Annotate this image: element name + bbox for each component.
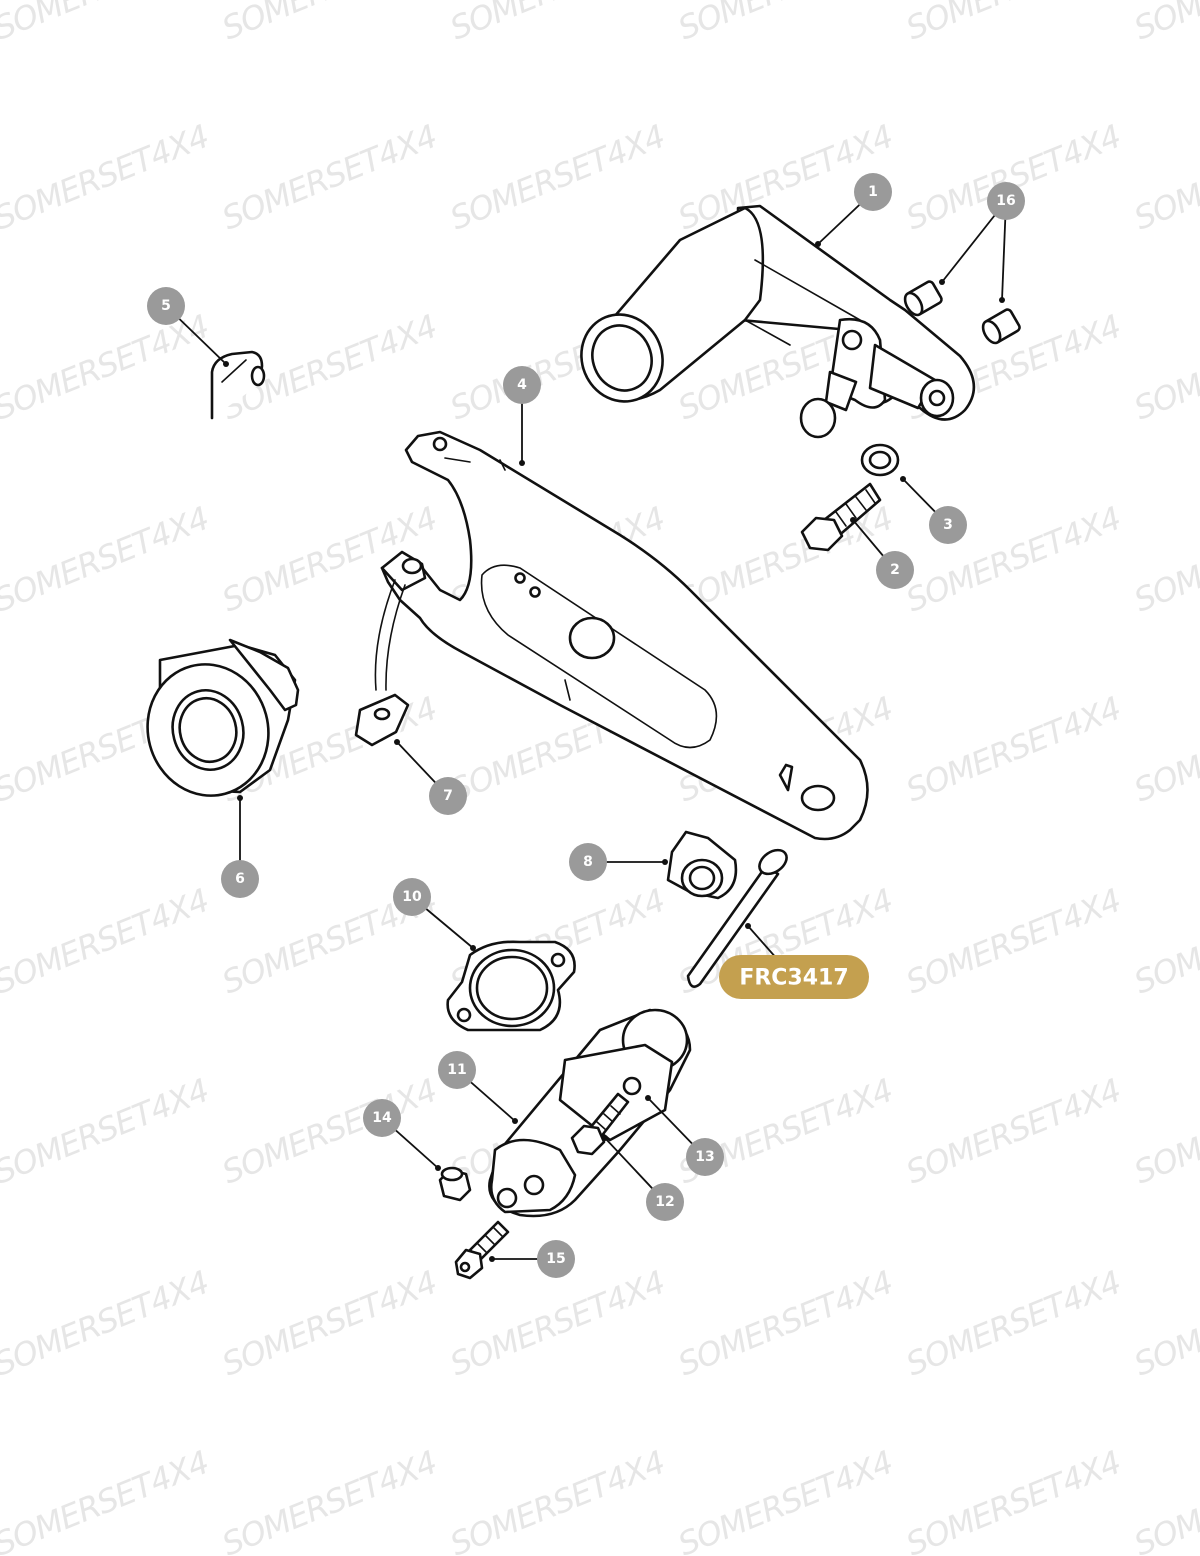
watermark-text: SOMERSET4X4	[673, 499, 898, 619]
callout-11[interactable]: 11	[438, 1051, 476, 1089]
watermark-text: SOMERSET4X4	[0, 1071, 214, 1191]
watermark-text: SOMERSET4X4	[1129, 881, 1200, 1001]
watermark-text: SOMERSET4X4	[673, 1263, 898, 1383]
highlight-part-badge[interactable]: FRC3417	[719, 955, 869, 999]
watermark-text: SOMERSET4X4	[1129, 307, 1200, 427]
part-14-bleed-cap[interactable]	[438, 1166, 472, 1202]
highlight-part-number: FRC3417	[739, 966, 848, 991]
watermark-text: SOMERSET4X4	[0, 499, 214, 619]
watermark-text: SOMERSET4X4	[1129, 1443, 1200, 1556]
callout-2[interactable]: 2	[876, 551, 914, 589]
callout-1-label: 1	[868, 184, 878, 200]
callout-8-label: 8	[583, 854, 593, 870]
watermark-text: SOMERSET4X4	[901, 0, 1126, 47]
callout-3-label: 3	[943, 517, 953, 533]
watermark-text: SOMERSET4X4	[217, 1443, 442, 1556]
callout-6-label: 6	[235, 871, 245, 887]
watermark-text: SOMERSET4X4	[901, 1263, 1126, 1383]
watermark-text: SOMERSET4X4	[673, 0, 898, 47]
part-1-cross-shaft[interactable]	[568, 204, 976, 439]
callout-1[interactable]: 1	[854, 173, 892, 211]
callout-16[interactable]: 16	[987, 182, 1025, 220]
watermark-text: SOMERSET4X4	[673, 1443, 898, 1556]
callout-14[interactable]: 14	[363, 1099, 401, 1137]
callout-5-label: 5	[161, 298, 171, 314]
callout-11-label: 11	[447, 1062, 466, 1078]
watermark-text: SOMERSET4X4	[901, 881, 1126, 1001]
part-2-bolt[interactable]	[800, 482, 882, 552]
callout-14-label: 14	[372, 1110, 392, 1126]
watermark-text: SOMERSET4X4	[217, 117, 442, 237]
watermark-text: SOMERSET4X4	[217, 1263, 442, 1383]
watermark-text: SOMERSET4X4	[445, 1443, 670, 1556]
watermark-text: SOMERSET4X4	[217, 1071, 442, 1191]
callout-13[interactable]: 13	[686, 1138, 724, 1176]
callout-15[interactable]: 15	[537, 1240, 575, 1278]
callout-6[interactable]: 6	[221, 860, 259, 898]
part-15-bleed-screw[interactable]	[454, 1220, 510, 1280]
callout-7-label: 7	[443, 788, 453, 804]
callout-12[interactable]: 12	[646, 1183, 684, 1221]
watermark-text: SOMERSET4X4	[901, 1443, 1126, 1556]
part-11-slave-cylinder[interactable]	[488, 1008, 692, 1218]
watermark-text: SOMERSET4X4	[901, 1071, 1126, 1191]
watermark-text: SOMERSET4X4	[0, 1443, 214, 1556]
watermark-text: SOMERSET4X4	[0, 307, 214, 427]
watermark-text: SOMERSET4X4	[901, 689, 1126, 809]
part-4-release-lever[interactable]	[374, 430, 869, 841]
part-8-bush[interactable]	[666, 830, 738, 900]
watermark-text: SOMERSET4X4	[445, 0, 670, 47]
callout-12-label: 12	[655, 1194, 674, 1210]
part-16-bushes[interactable]	[902, 280, 1021, 346]
watermark-text: SOMERSET4X4	[1129, 117, 1200, 237]
callout-4[interactable]: 4	[503, 366, 541, 404]
watermark-text: SOMERSET4X4	[1129, 1071, 1200, 1191]
callout-4-label: 4	[517, 377, 527, 393]
watermark-text: SOMERSET4X4	[1129, 499, 1200, 619]
watermark-text: SOMERSET4X4	[1129, 689, 1200, 809]
part-6-release-bearing[interactable]	[133, 638, 300, 809]
part-3-washer[interactable]	[860, 443, 900, 477]
callout-5[interactable]: 5	[147, 287, 185, 325]
watermark-text: SOMERSET4X4	[445, 117, 670, 237]
part-5-clip[interactable]	[210, 350, 266, 420]
callout-3[interactable]: 3	[929, 506, 967, 544]
watermark-text: SOMERSET4X4	[0, 1263, 214, 1383]
watermark-text: SOMERSET4X4	[445, 1263, 670, 1383]
watermark-text: SOMERSET4X4	[0, 117, 214, 237]
callout-8[interactable]: 8	[569, 843, 607, 881]
watermark-text: SOMERSET4X4	[217, 0, 442, 47]
part-12-bolt[interactable]	[570, 1092, 630, 1156]
watermark-text: SOMERSET4X4	[1129, 1263, 1200, 1383]
watermark-text: SOMERSET4X4	[0, 0, 214, 47]
callout-16-label: 16	[996, 193, 1015, 209]
callout-13-label: 13	[695, 1149, 714, 1165]
callout-10[interactable]: 10	[393, 878, 431, 916]
watermark-text: SOMERSET4X4	[901, 117, 1126, 237]
part-7-pad[interactable]	[354, 693, 410, 747]
part-10-gasket[interactable]	[446, 940, 576, 1032]
callout-10-label: 10	[402, 889, 422, 905]
watermark-text: SOMERSET4X4	[1129, 0, 1200, 47]
callout-15-label: 15	[546, 1251, 565, 1267]
part-frc3417-pushrod[interactable]	[686, 845, 791, 988]
watermark-text: SOMERSET4X4	[0, 881, 214, 1001]
callout-2-label: 2	[890, 562, 900, 578]
callout-7[interactable]: 7	[429, 777, 467, 815]
